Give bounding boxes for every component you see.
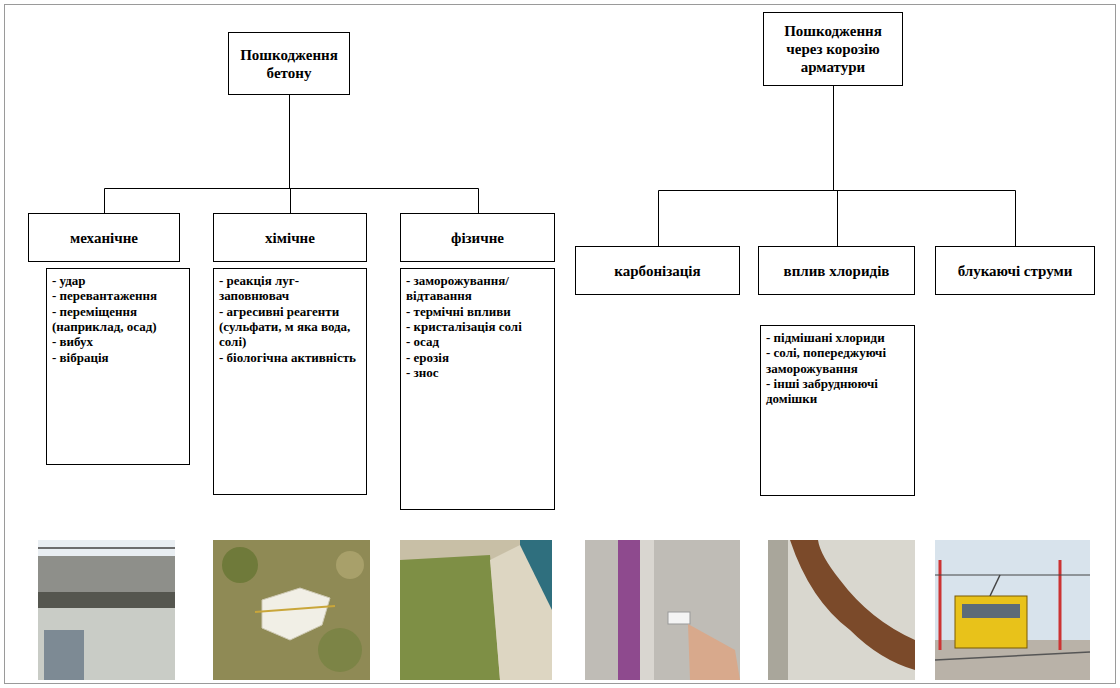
photo-carbonation — [585, 540, 740, 680]
category-box: карбонізація — [575, 246, 740, 295]
list-item: - термічні впливи — [406, 304, 549, 319]
spray-bottle — [668, 612, 690, 624]
tree-connector — [834, 86, 838, 246]
list-item: - заморожування/ відтавання — [406, 273, 549, 304]
list-box: - підмішані хлориди- солі, попереджуючі … — [760, 325, 915, 496]
box-label: карбонізація — [614, 262, 700, 280]
list-item: - підмішані хлориди — [766, 330, 909, 345]
photo-ground — [213, 540, 370, 680]
category-box: фізичне — [400, 213, 555, 262]
texture-spot — [222, 547, 258, 583]
box-label: хімічне — [265, 229, 315, 247]
truck-shape — [44, 630, 84, 680]
railing — [38, 547, 175, 549]
list-item: - кристалізація солі — [406, 319, 549, 334]
tree-connector — [834, 86, 1016, 246]
photo-chloride — [768, 540, 915, 680]
rust-streak — [790, 540, 915, 670]
photo-tram — [935, 540, 1090, 680]
category-box: блукаючі струми — [935, 246, 1095, 295]
texture-spot — [336, 551, 364, 579]
tram-body — [955, 596, 1027, 648]
list-item: - удар — [52, 273, 184, 288]
photo-wall — [585, 540, 740, 680]
root-box: Пошкодження через корозію арматури — [763, 12, 903, 86]
list-item: - вибух — [52, 334, 184, 349]
list-item: - реакція луг-заповнювач — [219, 273, 361, 304]
tree-connector — [105, 95, 290, 213]
pantograph — [990, 575, 1000, 596]
category-box: вплив хлоридів — [758, 246, 915, 295]
photo-physical — [400, 540, 552, 680]
photo-wall — [768, 540, 915, 680]
list-item: - вібрація — [52, 350, 184, 365]
list-item: - переміщення (наприклад, осад) — [52, 304, 184, 335]
box-label: фізичне — [451, 229, 504, 247]
tree-connector — [290, 95, 479, 213]
category-box: хімічне — [213, 213, 367, 262]
salt-deposit — [262, 588, 330, 640]
bridge-shadow — [38, 592, 175, 608]
carbonated-zone — [640, 540, 654, 680]
photo-ground — [400, 540, 552, 680]
crack-line — [255, 606, 335, 612]
box-label: механічне — [70, 229, 138, 247]
root-box: Пошкодження бетону — [228, 32, 350, 95]
photo-sky — [38, 540, 175, 680]
tree-connector — [659, 86, 834, 246]
photo-bridge — [38, 540, 175, 680]
hand-shape — [688, 624, 740, 680]
list-box: - заморожування/ відтавання- термічні вп… — [400, 268, 555, 510]
tram-windows — [962, 604, 1020, 618]
wall-edge — [768, 540, 788, 680]
list-item: - перевантаження — [52, 288, 184, 303]
overhead-wire — [935, 575, 1090, 576]
list-item: - солі, попереджуючі заморожування — [766, 345, 909, 376]
list-box: - реакція луг-заповнювач- агресивні реаг… — [213, 268, 367, 495]
photo-sky — [935, 540, 1090, 680]
box-label: Пошкодження через корозію арматури — [770, 22, 896, 76]
category-box: механічне — [28, 213, 180, 262]
box-label: вплив хлоридів — [784, 262, 890, 280]
box-label: Пошкодження бетону — [235, 46, 343, 82]
grass-area — [400, 555, 500, 680]
eroded-wall — [490, 545, 552, 680]
indicator-stripe — [618, 540, 640, 680]
outer-frame — [5, 5, 1116, 684]
list-item: - знос — [406, 365, 549, 380]
pole — [1059, 560, 1062, 650]
texture-spot — [318, 628, 362, 672]
list-item: - агресивні реагенти (сульфати, м яка во… — [219, 304, 361, 350]
bridge-slab — [38, 556, 175, 592]
list-item: - біологічна активність — [219, 350, 361, 365]
list-box: - удар- перевантаження- переміщення (нап… — [46, 268, 190, 465]
pole — [939, 560, 942, 650]
bridge-ground — [38, 608, 175, 680]
photo-chemical — [213, 540, 370, 680]
list-item: - ерозія — [406, 350, 549, 365]
list-item: - інші забруднюючі домішки — [766, 376, 909, 407]
rail — [935, 652, 1090, 660]
list-item: - осад — [406, 334, 549, 349]
box-label: блукаючі струми — [958, 262, 1073, 280]
